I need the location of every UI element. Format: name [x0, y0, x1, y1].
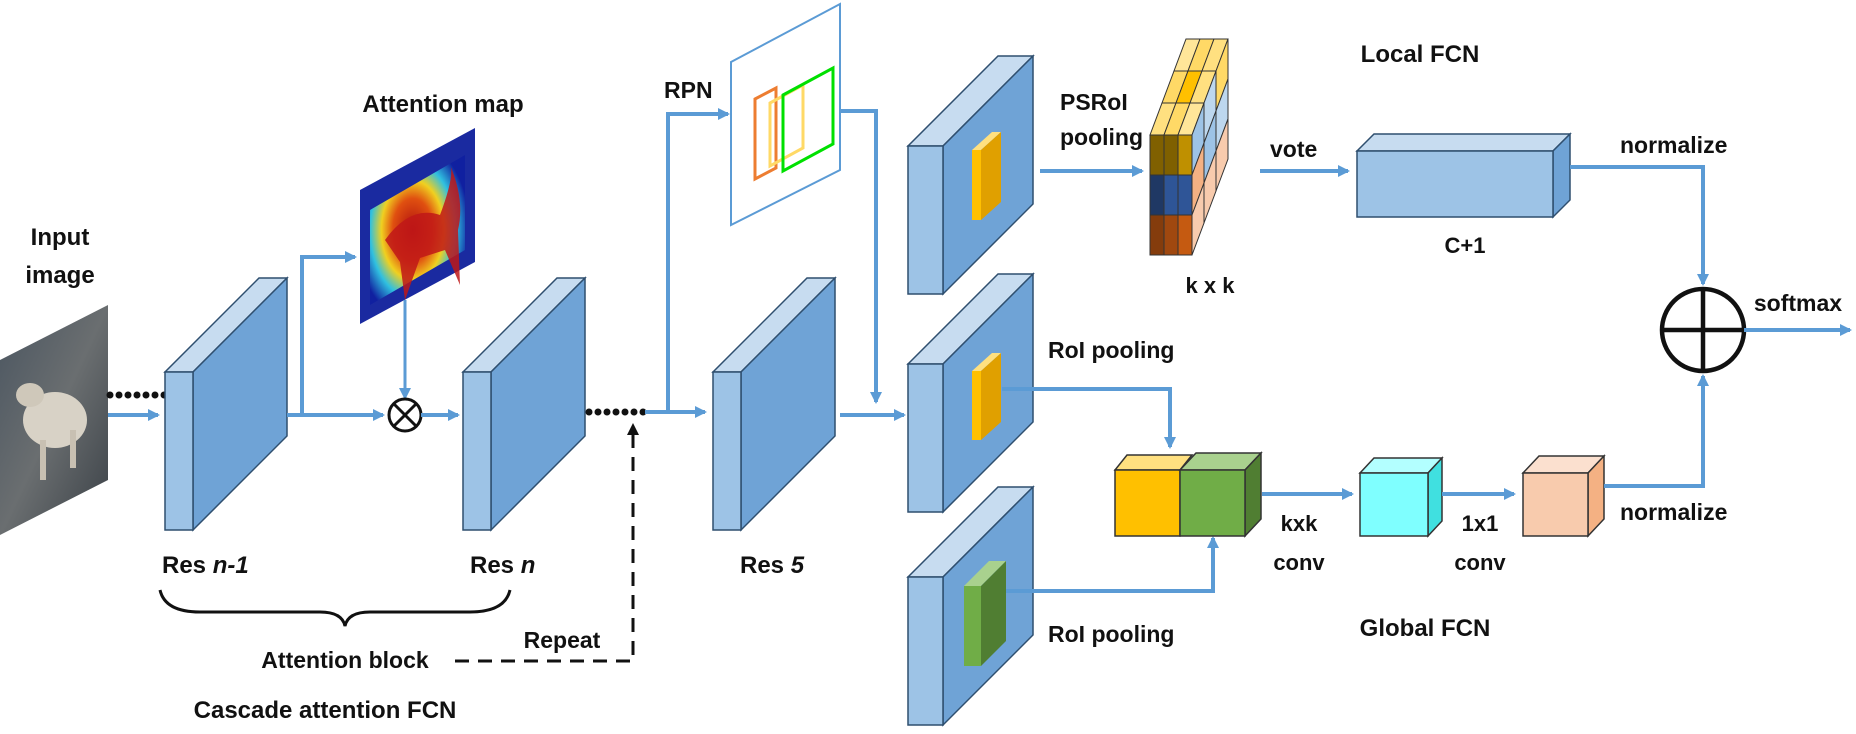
- psroi-label-line1: PSRoI: [1060, 89, 1128, 115]
- c-plus-1-label: C+1: [1445, 233, 1486, 258]
- one-by-one-conv-label-line2: conv: [1454, 550, 1506, 575]
- res-5-block: [711, 276, 837, 532]
- multiply-operator-icon: [387, 397, 423, 433]
- psroi-label-line2: pooling: [1060, 124, 1143, 150]
- arrow-normalize-bottom: [1604, 374, 1709, 488]
- input-image: [0, 305, 108, 535]
- attention-block-brace: [158, 589, 512, 627]
- vote-label: vote: [1270, 136, 1317, 162]
- attention-map-label: Attention map: [362, 91, 523, 118]
- feature-block-top: [906, 54, 1035, 296]
- res-n-minus-1-label: Res n-1: [162, 552, 249, 579]
- arrow-roi-pooling-1: [1002, 387, 1176, 449]
- normalize-top-label: normalize: [1620, 132, 1727, 158]
- kxk-score-grid: [1149, 38, 1229, 256]
- feature-block-middle: [906, 272, 1035, 514]
- kxk-conv-label-line2: conv: [1273, 550, 1325, 575]
- dots-input: [106, 391, 168, 399]
- cascade-attention-fcn-label: Cascade attention FCN: [194, 697, 457, 724]
- softmax-label: softmax: [1754, 290, 1842, 316]
- roi-pooling-1-label: RoI pooling: [1048, 337, 1174, 363]
- dots-resn: [585, 408, 647, 416]
- local-fcn-label: Local FCN: [1361, 41, 1480, 68]
- roi-pooling-2-label: RoI pooling: [1048, 621, 1174, 647]
- c-plus-1-vector: [1355, 132, 1572, 219]
- rpn-proposals-panel: [730, 2, 841, 227]
- rpn-label: RPN: [664, 77, 713, 103]
- kxk-conv-label-line1: kxk: [1281, 511, 1318, 536]
- input-image-label-line1: Input: [31, 224, 90, 251]
- repeat-label: Repeat: [524, 627, 601, 653]
- res-n-label: Res n: [470, 552, 535, 579]
- one-by-one-conv-label-line1: 1x1: [1462, 511, 1499, 536]
- peach-feature-cube: [1521, 454, 1606, 538]
- arrow-rpn-to-roi-block: [840, 109, 882, 404]
- concat-pooled-features: [1113, 451, 1263, 538]
- arrow-resn1-to-attention-map: [300, 251, 357, 415]
- feature-block-bottom: [906, 485, 1035, 727]
- arrow-normalize-top: [1570, 165, 1709, 286]
- res-n-block: [461, 276, 587, 532]
- input-image-label-line2: image: [25, 262, 94, 289]
- kxk-grid-label: k x k: [1186, 273, 1236, 298]
- global-fcn-label: Global FCN: [1360, 615, 1491, 642]
- attention-block-label: Attention block: [261, 647, 429, 673]
- normalize-bottom-label: normalize: [1620, 499, 1727, 525]
- cyan-feature-cube: [1358, 456, 1444, 538]
- res-n-minus-1-block: [163, 276, 289, 532]
- sum-operator-icon: [1659, 286, 1747, 374]
- arrow-roi-pooling-2: [1006, 536, 1219, 593]
- res-5-label: Res 5: [740, 552, 805, 579]
- attention-map-image: [360, 128, 475, 324]
- repeat-dashed-arrow: [455, 423, 639, 663]
- arrow-to-rpn: [645, 108, 730, 414]
